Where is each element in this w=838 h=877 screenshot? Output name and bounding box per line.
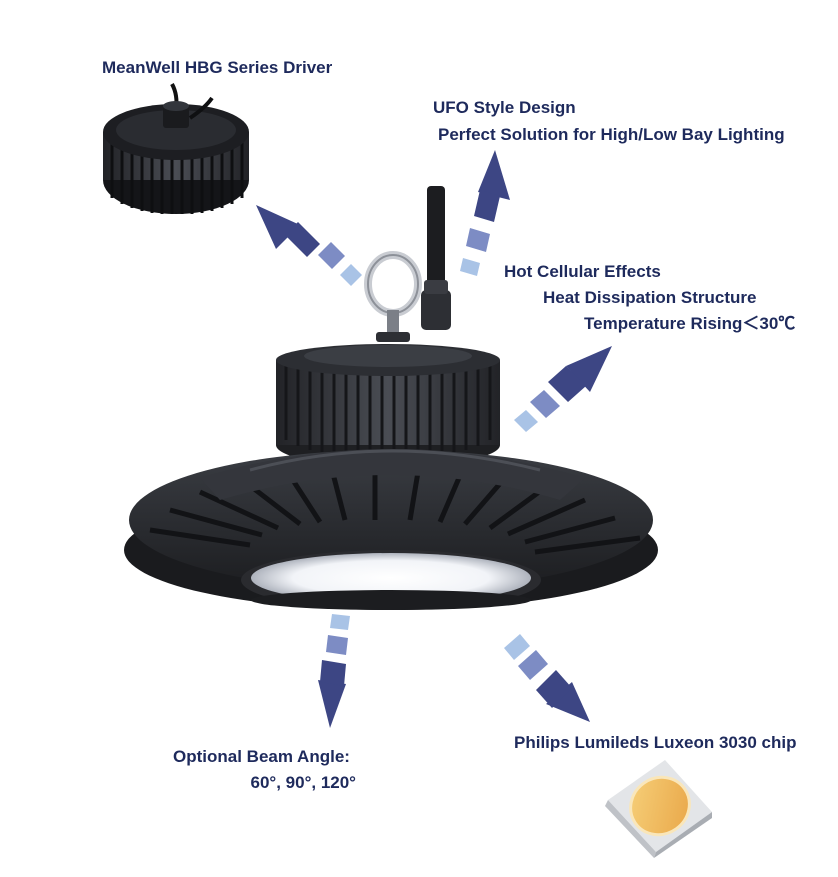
driver-callout: MeanWell HBG Series Driver (102, 58, 333, 77)
arrow-icon (256, 205, 362, 286)
beam-callout-title: Optional Beam Angle: (173, 747, 350, 766)
lamp-icon (124, 186, 658, 610)
ufo-callout-subtitle: Perfect Solution for High/Low Bay Lighti… (438, 125, 785, 144)
heat-callout-line2: Heat Dissipation Structure (543, 288, 757, 307)
driver-icon (103, 83, 249, 214)
arrow-icon (514, 346, 612, 432)
heat-callout-line3: Temperature Rising＜30℃ (584, 314, 796, 333)
arrow-icon (504, 634, 590, 722)
arrow-icon (460, 150, 510, 276)
beam-callout-values: 60°, 90°, 120° (250, 773, 356, 792)
heat-callout-line1: Hot Cellular Effects (504, 262, 661, 281)
chip-callout: Philips Lumileds Luxeon 3030 chip (514, 733, 797, 752)
arrow-icon (318, 614, 350, 728)
ufo-callout-title: UFO Style Design (433, 98, 576, 117)
led-chip-icon (605, 760, 712, 858)
